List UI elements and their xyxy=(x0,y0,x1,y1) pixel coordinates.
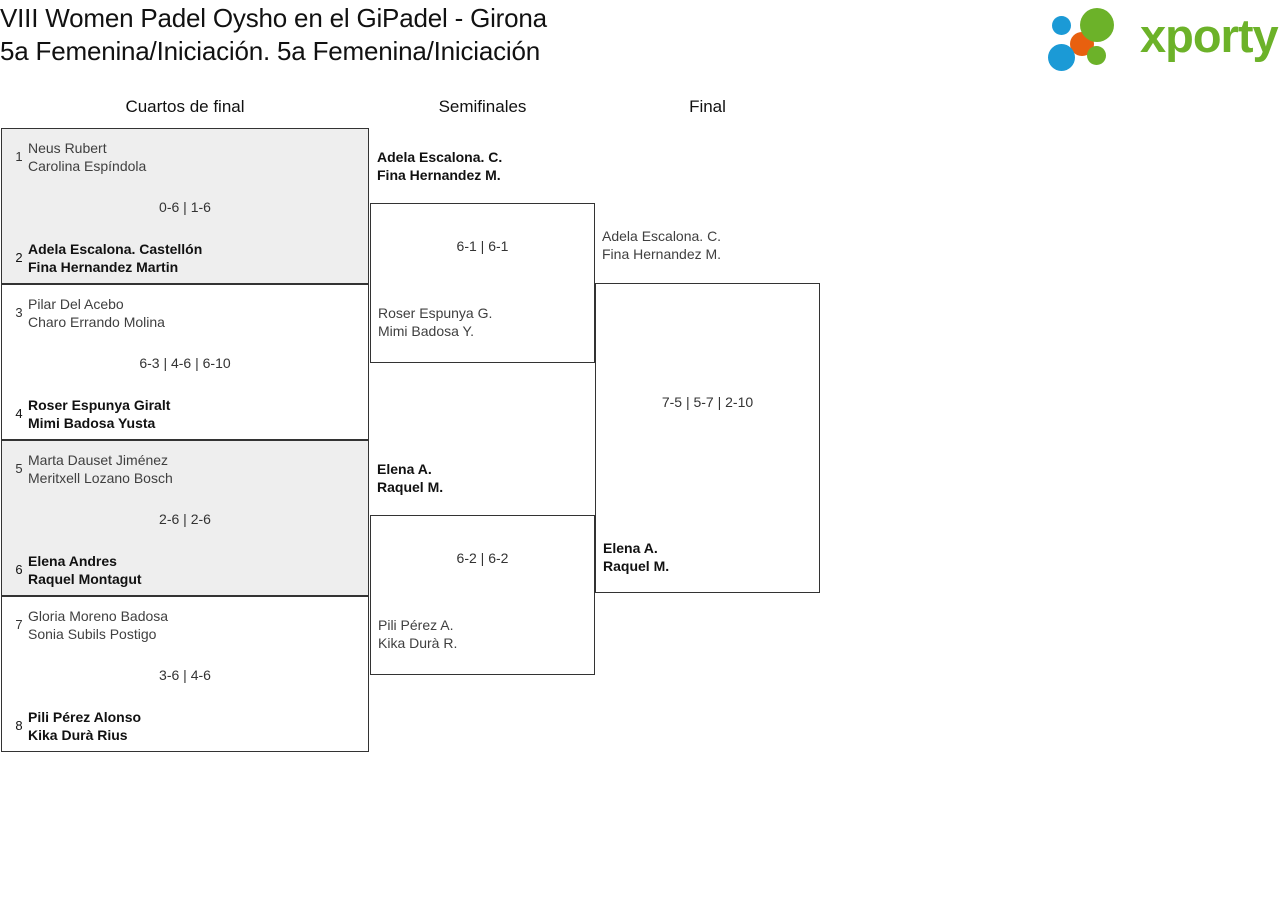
semifinal-1-team-top[interactable]: Adela Escalona. C. Fina Hernandez M. xyxy=(377,149,503,183)
green-small-dot-icon xyxy=(1087,46,1106,65)
title-line-2: 5a Femenina/Iniciación. 5a Femenina/Inic… xyxy=(0,36,540,66)
round-header-final: Final xyxy=(689,97,726,116)
qf1-team-top-names: Neus Rubert Carolina Espíndola xyxy=(28,140,147,174)
qf3-team-top-seed: 5 xyxy=(15,461,23,476)
round-header-semifinals: Semifinales xyxy=(438,97,527,116)
qf3-team-bottom[interactable]: 6 Elena Andres Raquel Montagut xyxy=(10,552,142,588)
logo-wordmark: xporty xyxy=(1140,9,1279,62)
qf1-team-top[interactable]: 1 Neus Rubert Carolina Espíndola xyxy=(10,139,146,175)
xporty-logo[interactable]: xporty xyxy=(1048,6,1279,71)
blue-small-dot-icon xyxy=(1052,16,1071,35)
blue-large-dot-icon xyxy=(1048,44,1075,71)
qf2-team-top[interactable]: 3 Pilar Del Acebo Charo Errando Molina xyxy=(10,295,165,331)
qf3-team-bottom-seed: 6 xyxy=(15,562,23,577)
final-team-bottom[interactable]: Elena A. Raquel M. xyxy=(603,540,670,574)
qf3-team-bottom-names: Elena Andres Raquel Montagut xyxy=(28,553,142,587)
final-team-top[interactable]: Adela Escalona. C. Fina Hernandez M. xyxy=(602,228,722,262)
qf4-team-bottom[interactable]: 8 Pili Pérez Alonso Kika Durà Rius xyxy=(10,708,141,744)
qf2-team-bottom[interactable]: 4 Roser Espunya Giralt Mimi Badosa Yusta xyxy=(10,396,170,432)
qf2-team-top-names: Pilar Del Acebo Charo Errando Molina xyxy=(28,296,165,330)
semifinal-2-score: 6-2 | 6-2 xyxy=(456,550,509,566)
qf1-team-top-seed: 1 xyxy=(15,149,23,164)
green-large-dot-icon xyxy=(1080,8,1114,42)
qf2-team-bottom-names: Roser Espunya Giralt Mimi Badosa Yusta xyxy=(28,397,171,431)
final-match[interactable]: 7-5 | 5-7 | 2-10 Elena A. Raquel M. xyxy=(595,283,820,593)
semifinal-2-team-top[interactable]: Elena A. Raquel M. xyxy=(377,461,444,495)
qf4-team-top-names: Gloria Moreno Badosa Sonia Subils Postig… xyxy=(28,608,169,642)
qf4-team-top-seed: 7 xyxy=(15,617,23,632)
page-title: VIII Women Padel Oysho en el GiPadel - G… xyxy=(0,2,780,68)
semifinal-1-team-bottom[interactable]: Roser Espunya G. Mimi Badosa Y. xyxy=(378,305,493,339)
quarterfinal-match-2[interactable]: 3 Pilar Del Acebo Charo Errando Molina 6… xyxy=(1,284,369,440)
title-line-1: VIII Women Padel Oysho en el GiPadel - G… xyxy=(0,3,547,33)
qf2-score: 6-3 | 4-6 | 6-10 xyxy=(139,355,231,371)
qf4-team-bottom-names: Pili Pérez Alonso Kika Durà Rius xyxy=(28,709,142,743)
qf3-score: 2-6 | 2-6 xyxy=(159,511,211,527)
qf3-team-top[interactable]: 5 Marta Dauset Jiménez Meritxell Lozano … xyxy=(10,451,173,487)
qf2-team-bottom-seed: 4 xyxy=(15,406,23,421)
qf1-team-bottom-seed: 2 xyxy=(15,250,23,265)
semifinal-match-2[interactable]: 6-2 | 6-2 Pili Pérez A. Kika Durà R. xyxy=(370,515,595,675)
quarterfinal-match-4[interactable]: 7 Gloria Moreno Badosa Sonia Subils Post… xyxy=(1,596,369,752)
round-header-quarterfinals: Cuartos de final xyxy=(125,97,245,116)
final-score: 7-5 | 5-7 | 2-10 xyxy=(661,394,754,410)
qf1-team-bottom-names: Adela Escalona. Castellón Fina Hernandez… xyxy=(28,241,203,275)
qf4-team-bottom-seed: 8 xyxy=(15,718,23,733)
qf1-score: 0-6 | 1-6 xyxy=(159,199,211,215)
quarterfinal-match-3[interactable]: 5 Marta Dauset Jiménez Meritxell Lozano … xyxy=(1,440,369,596)
qf4-score: 3-6 | 4-6 xyxy=(159,667,211,683)
semifinal-2-team-bottom[interactable]: Pili Pérez A. Kika Durà R. xyxy=(378,617,458,651)
qf1-team-bottom[interactable]: 2 Adela Escalona. Castellón Fina Hernand… xyxy=(10,240,202,276)
quarterfinal-match-1[interactable]: 1 Neus Rubert Carolina Espíndola 0-6 | 1… xyxy=(1,128,369,284)
qf2-team-top-seed: 3 xyxy=(15,305,23,320)
semifinal-1-score: 6-1 | 6-1 xyxy=(456,238,509,254)
qf3-team-top-names: Marta Dauset Jiménez Meritxell Lozano Bo… xyxy=(28,452,173,486)
qf4-team-top[interactable]: 7 Gloria Moreno Badosa Sonia Subils Post… xyxy=(10,607,168,643)
semifinal-match-1[interactable]: 6-1 | 6-1 Roser Espunya G. Mimi Badosa Y… xyxy=(370,203,595,363)
